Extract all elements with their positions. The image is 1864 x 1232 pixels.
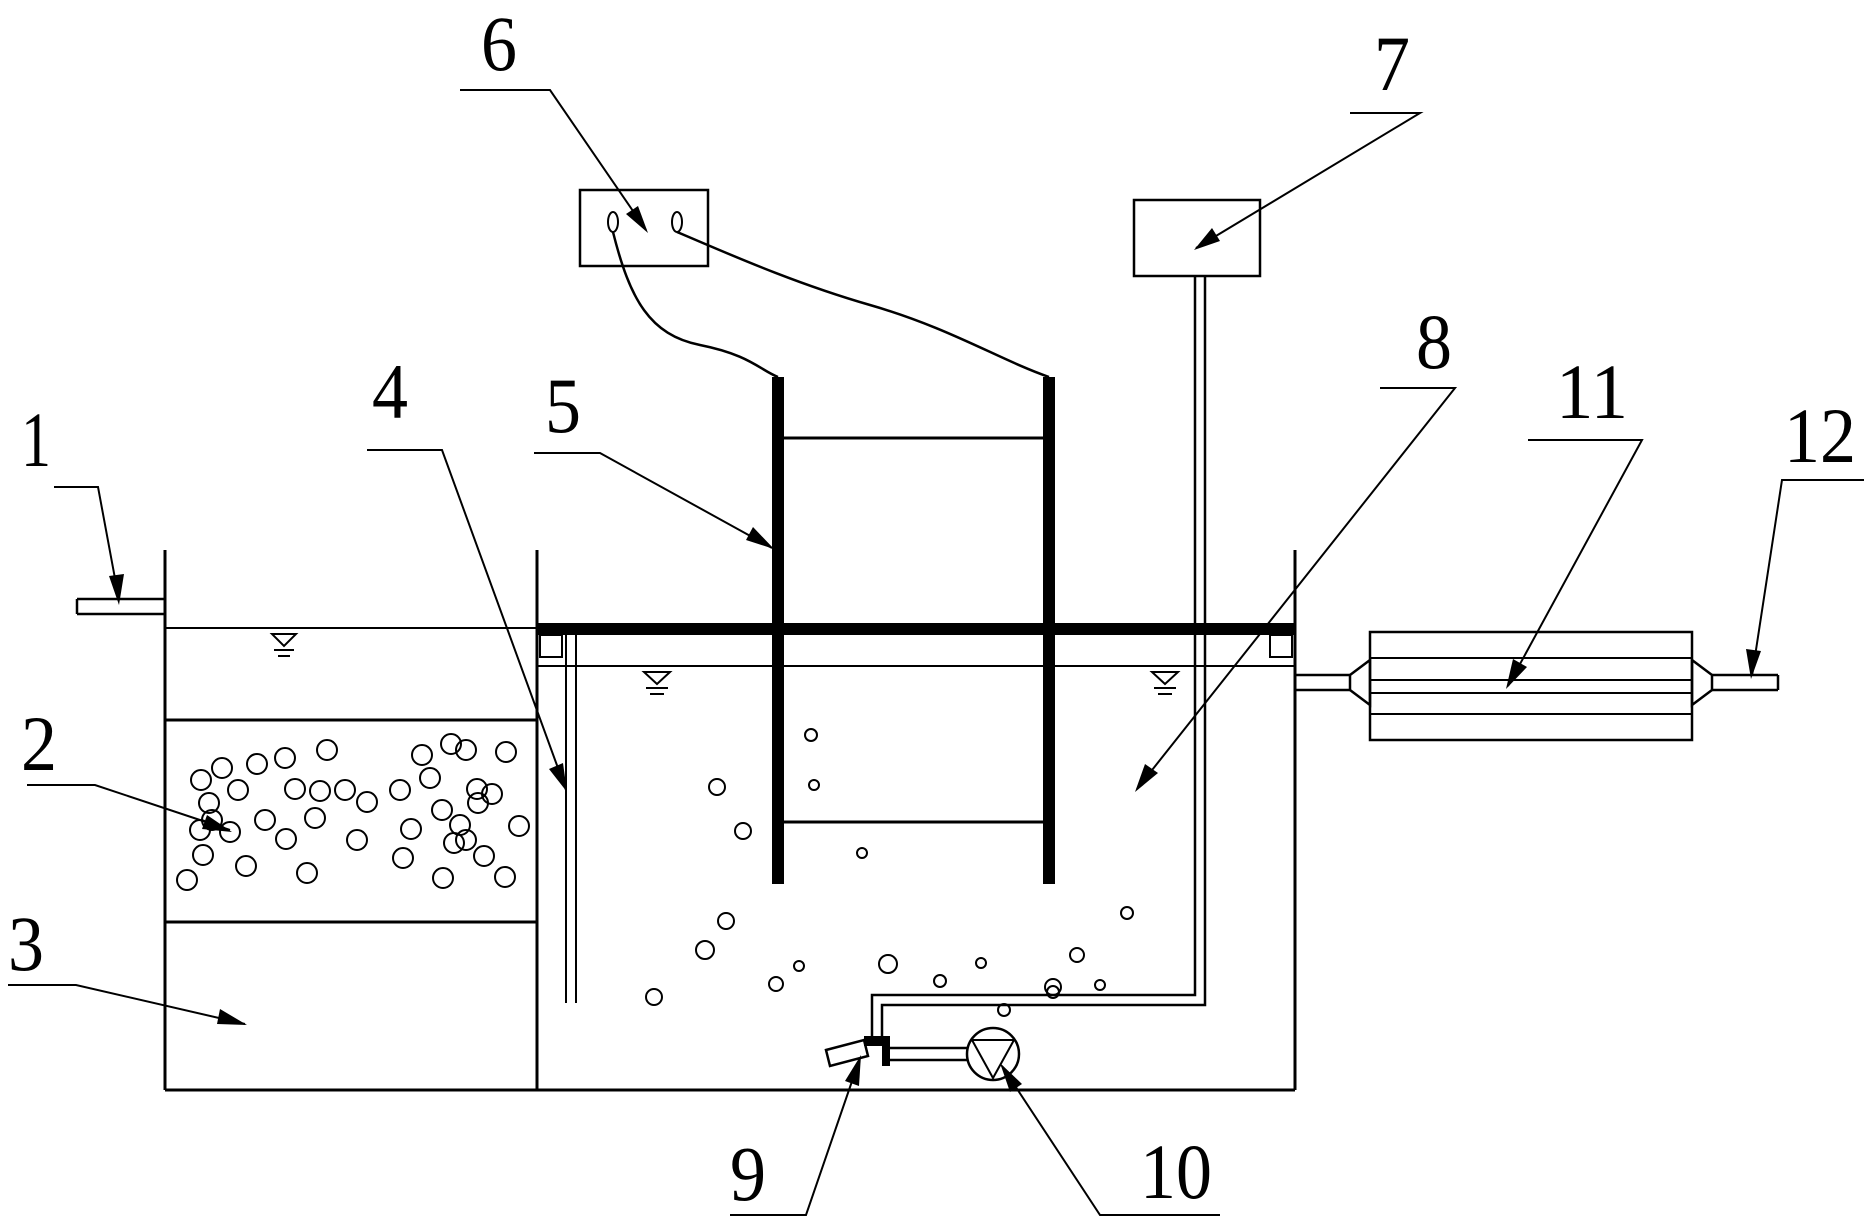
- circulation-pump: [965, 1026, 1021, 1082]
- membrane-module: [1295, 630, 1714, 742]
- media-ball: [389, 779, 411, 801]
- media-ball: [346, 829, 368, 851]
- media-ball: [198, 792, 220, 814]
- media-ball: [296, 862, 318, 884]
- media-ball: [192, 844, 214, 866]
- air-bubble: [734, 822, 752, 840]
- media-ball: [400, 818, 422, 840]
- media-ball: [467, 792, 489, 814]
- callout-label-2: 2: [21, 700, 57, 787]
- media-ball: [494, 866, 516, 888]
- electrode-plates: [772, 377, 1055, 884]
- media-ball: [274, 747, 296, 769]
- media-ball: [176, 869, 198, 891]
- pump-pipe: [890, 1046, 968, 1062]
- inlet-pipe: [75, 597, 165, 616]
- media-ball: [356, 791, 378, 813]
- air-bubble: [1046, 985, 1060, 999]
- media-ball: [440, 733, 462, 755]
- media-ball: [443, 832, 465, 854]
- callout-label-1: 1: [21, 396, 51, 483]
- filter-media-layer: [165, 718, 537, 924]
- media-ball: [309, 780, 331, 802]
- media-ball: [316, 739, 338, 761]
- callout-label-8: 8: [1416, 298, 1452, 385]
- water-level-symbol-reactor-right: [1149, 671, 1181, 695]
- callout-label-9: 9: [730, 1130, 766, 1217]
- air-bubble: [997, 1003, 1011, 1017]
- air-bubble: [793, 960, 805, 972]
- air-bubble: [808, 779, 820, 791]
- water-level-symbol-reactor-left: [641, 671, 673, 695]
- beam-brackets: [539, 634, 1293, 658]
- media-ball: [304, 807, 326, 829]
- media-ball: [227, 779, 249, 801]
- callout-label-12: 12: [1784, 392, 1856, 479]
- air-bubble: [645, 988, 663, 1006]
- media-ball: [455, 829, 477, 851]
- media-ball: [392, 847, 414, 869]
- media-ball: [190, 769, 212, 791]
- main-reactor-tank: [535, 550, 1297, 1090]
- air-bubble: [1044, 978, 1062, 996]
- air-bubble: [708, 778, 726, 796]
- air-bubble: [975, 957, 987, 969]
- media-ball: [284, 778, 306, 800]
- air-bubble: [878, 954, 898, 974]
- media-ball: [211, 757, 233, 779]
- callout-label-6: 6: [481, 0, 517, 87]
- top-support-beam: [537, 623, 1295, 635]
- callout-label-7: 7: [1374, 20, 1410, 107]
- air-bubble: [1094, 979, 1106, 991]
- air-bubble: [804, 728, 818, 742]
- baffle-plate: [565, 635, 577, 1003]
- media-ball: [432, 867, 454, 889]
- air-bubble: [717, 912, 735, 930]
- air-line: [870, 276, 1207, 1040]
- media-ball: [508, 815, 530, 837]
- air-bubble: [1069, 947, 1085, 963]
- blower-box: [1132, 198, 1262, 278]
- media-ball: [419, 767, 441, 789]
- air-bubble: [856, 847, 868, 859]
- media-ball: [473, 845, 495, 867]
- callout-label-11: 11: [1556, 348, 1628, 435]
- media-ball: [455, 739, 477, 761]
- callout-labels: 1 2 3 4 5 6 7 8 9 10 11 12: [8, 0, 1856, 1217]
- media-ball: [466, 778, 488, 800]
- media-ball: [254, 809, 276, 831]
- media-ball: [495, 741, 517, 763]
- aerator-nozzle: [824, 1036, 890, 1068]
- callout-label-4: 4: [372, 348, 408, 435]
- callout-label-3: 3: [8, 900, 44, 987]
- media-ball: [235, 855, 257, 877]
- media-ball: [334, 779, 356, 801]
- air-bubble: [768, 976, 784, 992]
- media-ball: [219, 821, 241, 843]
- water-level-symbol: [269, 633, 299, 657]
- leader-lines: [8, 89, 1864, 1216]
- air-bubbles: [645, 728, 1134, 1017]
- air-bubble: [695, 940, 715, 960]
- air-bubble: [1120, 906, 1134, 920]
- media-ball: [431, 799, 453, 821]
- outlet-pipe: [1712, 673, 1780, 692]
- callout-label-5: 5: [545, 362, 581, 449]
- callout-label-10: 10: [1140, 1128, 1212, 1215]
- power-wires: [611, 230, 1050, 379]
- media-ball: [246, 753, 268, 775]
- media-ball: [411, 744, 433, 766]
- media-ball: [275, 828, 297, 850]
- air-bubble: [933, 974, 947, 988]
